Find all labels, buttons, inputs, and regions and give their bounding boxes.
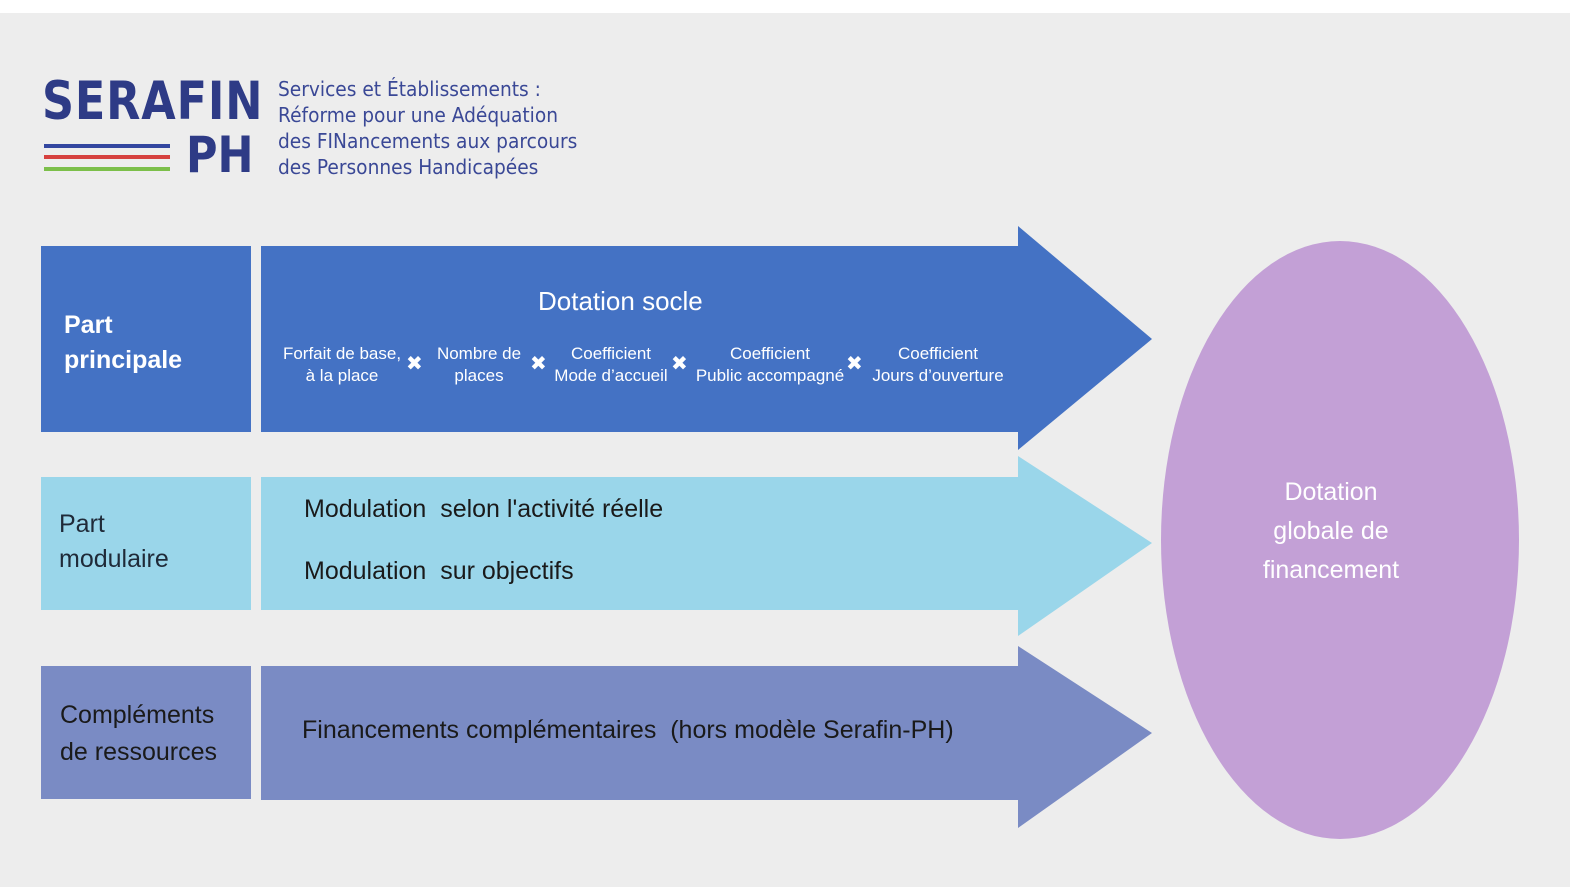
logo-subtitle-line: Réforme pour une Adéquation [278, 103, 559, 127]
logo-stripe-green [44, 167, 170, 171]
financements-complementaires: Financements complémentaires (hors modèl… [302, 716, 954, 744]
result-line: Dotation [1284, 478, 1378, 506]
label-line: Part [64, 311, 113, 339]
logo-suffix: PH [186, 126, 254, 184]
label-modulaire: Part modulaire [59, 507, 169, 577]
factor-line: Mode d’accueil [554, 366, 668, 385]
result-line: financement [1262, 556, 1400, 584]
multiply-icon: ✖ [846, 351, 863, 375]
multiply-icon: ✖ [406, 351, 423, 375]
label-line: de ressources [60, 738, 218, 766]
logo-subtitle: Services et Établissements : Réforme pou… [278, 76, 594, 180]
factor-line: Coefficient [729, 344, 810, 363]
factor-line: Jours d’ouverture [872, 366, 1004, 385]
arrow-modulaire [261, 456, 1152, 636]
logo-subtitle-line: des FINancements aux parcours [278, 129, 578, 153]
dotation-socle-title: Dotation socle [538, 286, 703, 316]
label-line: Part [59, 510, 105, 538]
label-box-complements [41, 666, 251, 799]
modulation-objectifs: Modulation sur objectifs [304, 557, 574, 585]
arrow-principale [261, 226, 1152, 450]
factor-line: à la place [305, 366, 379, 385]
factor-line: Coefficient [570, 344, 651, 363]
label-box-principale [41, 246, 251, 432]
label-box-modulaire [41, 477, 251, 610]
modulation-activite: Modulation selon l'activité réelle [304, 495, 664, 523]
factor-line: places [454, 366, 504, 385]
logo-stripe-red [44, 155, 170, 159]
logo-stripe-blue [44, 144, 170, 148]
factor-line: Nombre de [436, 344, 522, 363]
factor-nombre: Nombre de places [431, 343, 527, 387]
multiply-icon: ✖ [530, 351, 547, 375]
factor-mode-accueil: Coefficient Mode d’accueil [550, 343, 672, 387]
result-label: Dotation globale de financement [1200, 473, 1462, 590]
label-complements: Compléments de ressources [60, 697, 217, 771]
label-line: Compléments [60, 701, 215, 729]
factor-public: Coefficient Public accompagné [694, 343, 846, 387]
factor-forfait: Forfait de base, à la place [280, 343, 404, 387]
factor-line: Public accompagné [695, 366, 845, 385]
top-bar [0, 0, 1570, 13]
arrow-complements [261, 646, 1152, 828]
logo-title: SERAFIN [42, 71, 264, 132]
label-line: modulaire [59, 545, 169, 573]
label-line: principale [64, 346, 183, 374]
logo-subtitle-line: Services et Établissements : [278, 77, 541, 101]
result-ellipse [1161, 241, 1519, 839]
logo-subtitle-line: des Personnes Handicapées [278, 155, 539, 179]
factor-line: Forfait de base, [282, 344, 402, 363]
result-line: globale de [1273, 517, 1389, 545]
factor-line: Coefficient [897, 344, 978, 363]
factor-jours: Coefficient Jours d’ouverture [866, 343, 1010, 387]
multiply-icon: ✖ [671, 351, 688, 375]
label-principale: Part principale [64, 308, 182, 378]
